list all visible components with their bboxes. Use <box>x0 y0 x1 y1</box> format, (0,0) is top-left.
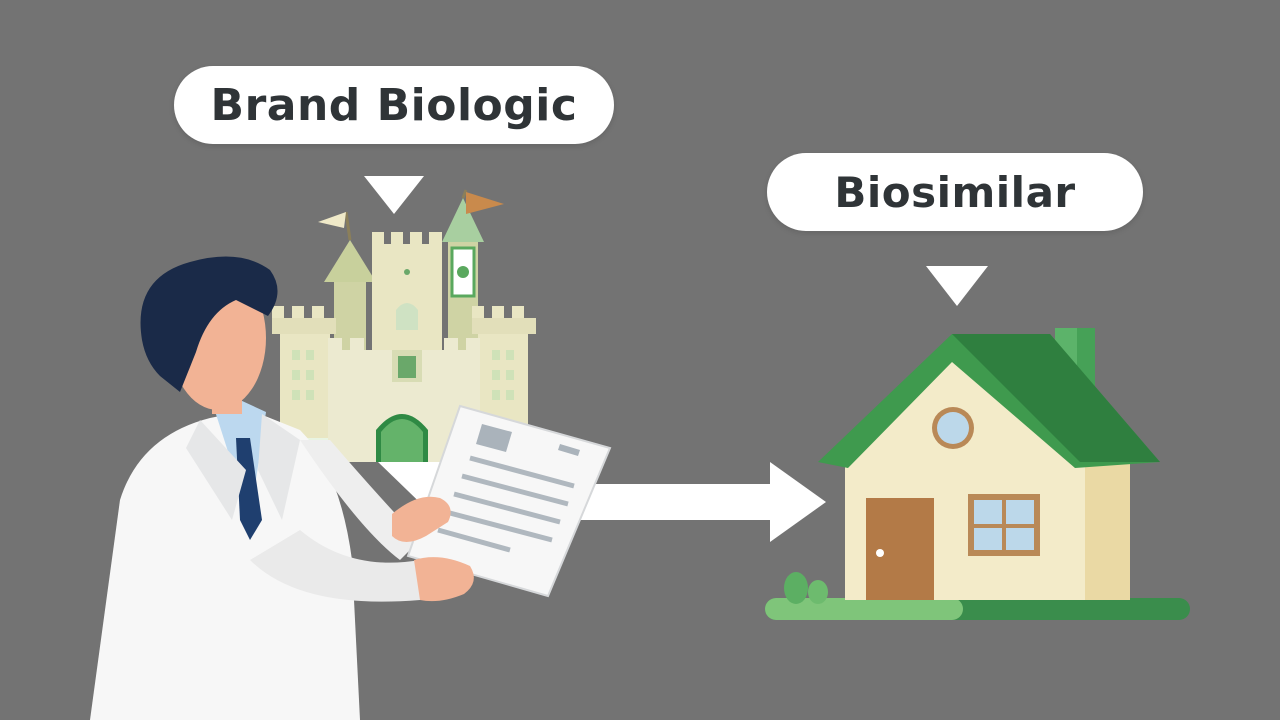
brand-biologic-label: Brand Biologic <box>174 66 614 144</box>
biosimilar-label: Biosimilar <box>767 153 1143 231</box>
house-icon <box>765 328 1190 620</box>
document-icon <box>392 404 612 602</box>
brand-pointer <box>364 176 424 214</box>
scientist-figure <box>90 256 420 720</box>
biosimilar-pointer <box>926 266 988 306</box>
